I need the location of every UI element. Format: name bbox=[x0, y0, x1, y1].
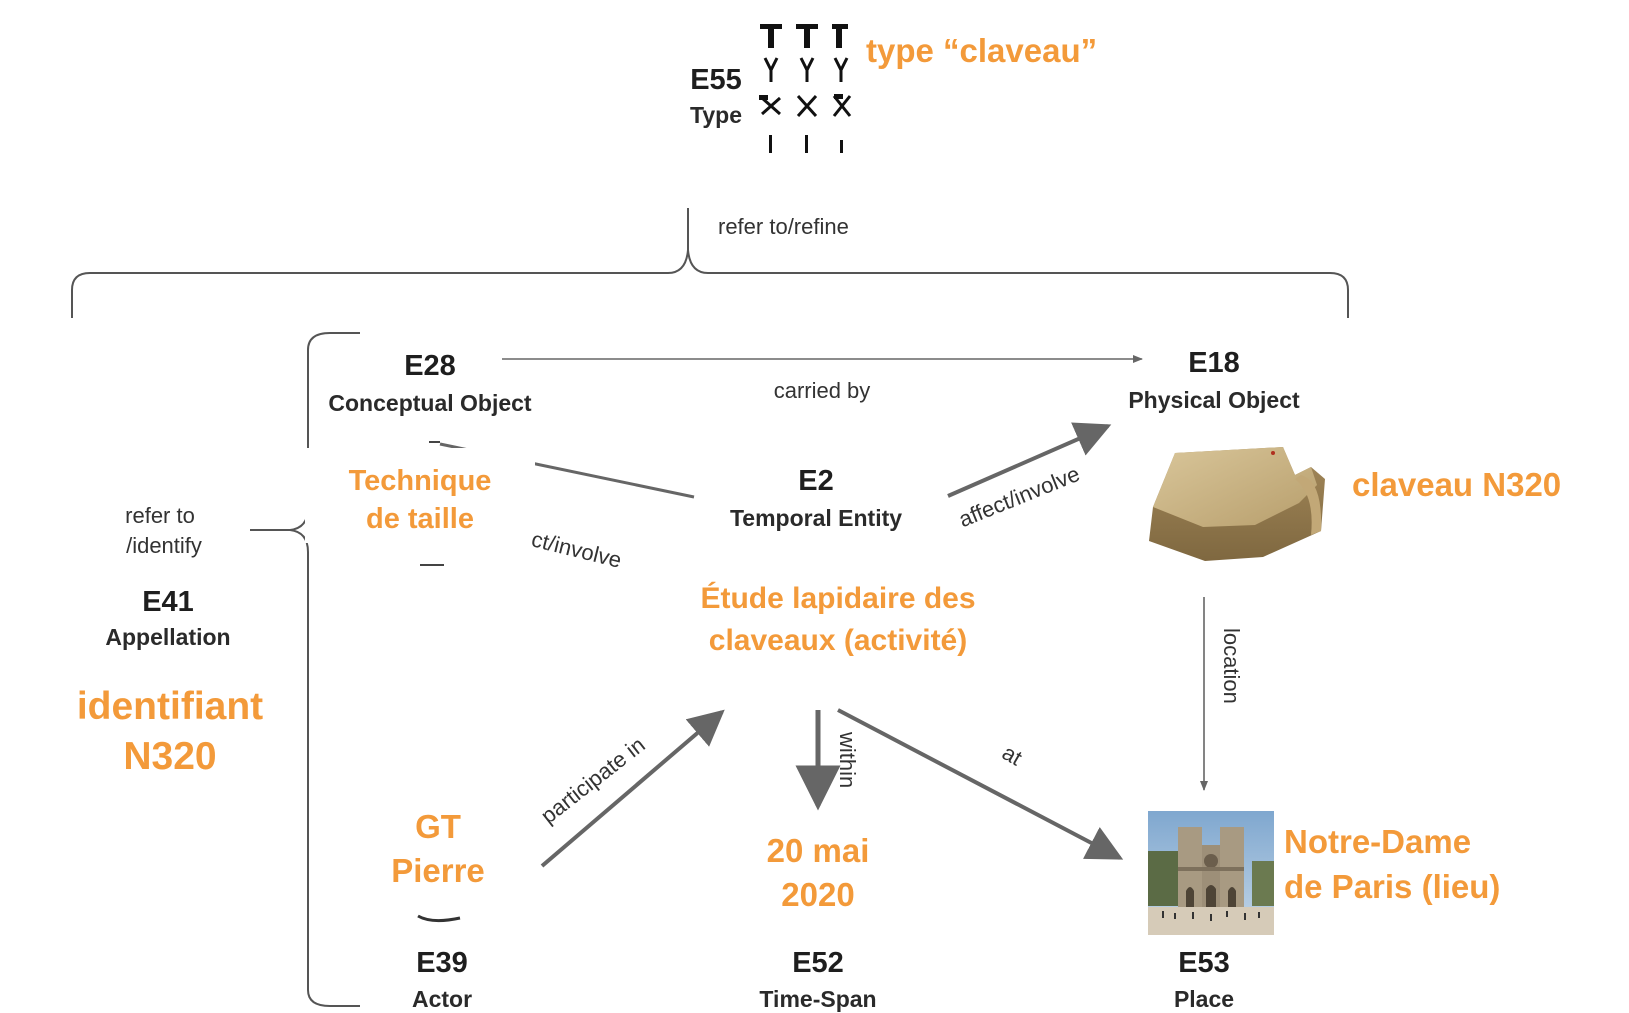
e39-code: E39 bbox=[416, 947, 468, 979]
within-label: within bbox=[835, 732, 860, 789]
instance-date-2: 2020 bbox=[781, 876, 855, 913]
instance-identifiant-2: N320 bbox=[123, 735, 217, 778]
location-label: location bbox=[1219, 628, 1244, 704]
e55-code: E55 bbox=[690, 64, 742, 96]
carried-by-label: carried by bbox=[773, 378, 871, 403]
instance-technique-1: Technique bbox=[348, 465, 492, 497]
left-brace bbox=[250, 332, 360, 1007]
e18-code: E18 bbox=[1188, 347, 1240, 379]
participate-in-edge bbox=[540, 709, 725, 868]
instance-actor-2: Pierre bbox=[391, 852, 485, 889]
top-brace bbox=[71, 208, 1349, 318]
technique-label-backdrop bbox=[305, 448, 535, 543]
at-edge bbox=[837, 708, 1124, 860]
instance-actor-1: GT bbox=[415, 808, 461, 845]
e2-name: Temporal Entity bbox=[729, 505, 903, 531]
e53-code: E53 bbox=[1178, 947, 1230, 979]
notre-dame-photo bbox=[1148, 811, 1274, 935]
refer-identify-label-2: /identify bbox=[126, 533, 202, 558]
e52-code: E52 bbox=[792, 947, 844, 979]
instance-date-1: 20 mai bbox=[766, 832, 870, 869]
instance-etude-2: claveaux (activité) bbox=[708, 624, 968, 657]
stone-block-photo bbox=[1149, 447, 1325, 561]
instance-claveau-n320: claveau N320 bbox=[1352, 466, 1562, 503]
e28-name: Conceptual Object bbox=[328, 390, 532, 416]
e41-name: Appellation bbox=[105, 624, 231, 650]
e41-code: E41 bbox=[142, 586, 194, 618]
e55-name: Type bbox=[690, 102, 742, 128]
refer-identify-label-1: refer to bbox=[125, 503, 195, 528]
refer-refine-label: refer to/refine bbox=[718, 214, 849, 239]
instance-place-1: Notre-Dame bbox=[1284, 823, 1472, 860]
stonemason-tools-icon bbox=[759, 24, 852, 153]
affect-involve-right-edge bbox=[947, 422, 1112, 498]
instance-type-claveau: type “claveau” bbox=[866, 32, 1098, 69]
instance-place-2: de Paris (lieu) bbox=[1284, 868, 1501, 905]
e18-name: Physical Object bbox=[1128, 387, 1300, 413]
e39-name: Actor bbox=[411, 986, 473, 1012]
e2-code: E2 bbox=[798, 465, 834, 497]
instance-etude-1: Étude lapidaire des bbox=[700, 582, 976, 615]
instance-technique-2: de taille bbox=[366, 503, 474, 535]
e52-name: Time-Span bbox=[759, 986, 877, 1012]
e53-name: Place bbox=[1173, 986, 1235, 1012]
e28-code: E28 bbox=[404, 350, 456, 382]
instance-identifiant-1: identifiant bbox=[76, 685, 264, 728]
